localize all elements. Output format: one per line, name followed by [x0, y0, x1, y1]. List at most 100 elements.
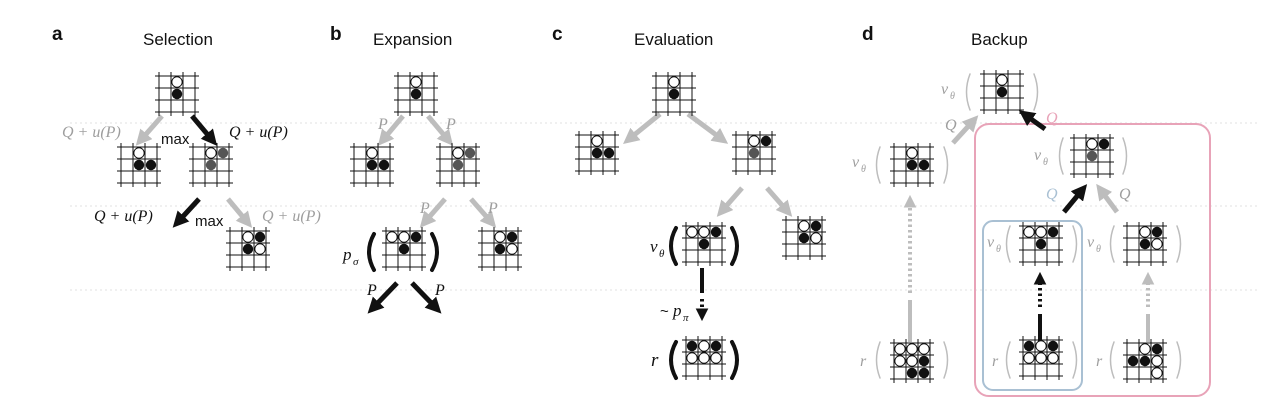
black-stone [668, 88, 680, 100]
black-stone [1098, 138, 1110, 150]
white-stone [710, 352, 722, 364]
value-label: v [650, 237, 658, 256]
go-board [890, 339, 934, 383]
black-stone [398, 243, 410, 255]
max-label: max [161, 131, 190, 148]
white-stone [1139, 343, 1151, 355]
go-board [155, 72, 199, 116]
white-stone [398, 231, 410, 243]
go-board [732, 131, 776, 175]
black-stone [1035, 238, 1047, 250]
max-label: max [195, 213, 224, 230]
white-stone [748, 135, 760, 147]
panel-a-letter: a [52, 24, 63, 45]
prior-label: P [445, 116, 456, 133]
reward-label: r [651, 350, 659, 371]
panel-b-letter: b [330, 24, 342, 45]
black-stone [760, 135, 772, 147]
white-stone [1035, 352, 1047, 364]
go-board [1070, 134, 1114, 178]
backup-subtree-box-blue [982, 220, 1083, 391]
arrows [135, 110, 1155, 342]
arrow [1062, 184, 1088, 214]
go-board [1019, 222, 1063, 266]
arrow [686, 111, 729, 144]
white-stone [171, 76, 183, 88]
arrow [951, 115, 979, 145]
black-stone [171, 88, 183, 100]
arrow [1096, 183, 1120, 214]
paren-right [1072, 341, 1078, 379]
black-stone [1139, 355, 1151, 367]
white-stone [410, 76, 422, 88]
arrow [426, 114, 454, 146]
white-stone [205, 147, 217, 159]
policy-label: p [342, 245, 352, 264]
brackets [367, 73, 1182, 380]
white-stone [668, 76, 680, 88]
go-board [1019, 336, 1063, 380]
white-stone [1086, 138, 1098, 150]
white-stone [798, 220, 810, 232]
go-board [890, 143, 934, 187]
q-label: Q [1046, 186, 1058, 203]
paren-left [1005, 341, 1011, 379]
white-stone [254, 243, 266, 255]
paren-right [730, 226, 739, 266]
go-board [652, 72, 696, 116]
value-subscript: θ [659, 248, 665, 260]
gray-stone [748, 147, 760, 159]
paren-right [1176, 225, 1182, 263]
arrow [377, 114, 405, 146]
black-stone [1047, 226, 1059, 238]
white-stone [1023, 352, 1035, 364]
value-subscript: θ [861, 164, 866, 175]
paren-left [367, 232, 376, 272]
white-stone [906, 147, 918, 159]
value-label: v [852, 154, 860, 171]
arrow [135, 114, 164, 146]
panel-c-letter: c [552, 24, 563, 45]
reward-label: r [860, 353, 867, 370]
go-board [350, 143, 394, 187]
panel-d-title: Backup [971, 30, 1028, 49]
black-stone [1127, 355, 1139, 367]
white-stone [918, 343, 930, 355]
gray-stone [452, 159, 464, 171]
white-stone [698, 352, 710, 364]
white-stone [1023, 226, 1035, 238]
paren-left [1058, 137, 1064, 175]
reward-label: r [992, 353, 999, 370]
q-plus-u-label: Q + u(P) [229, 124, 288, 141]
go-board [394, 72, 438, 116]
white-stone [686, 226, 698, 238]
white-stone [366, 147, 378, 159]
value-subscript: θ [950, 91, 955, 102]
paren-right [943, 146, 949, 184]
arrow [469, 197, 497, 228]
black-stone [1023, 340, 1035, 352]
rollout-policy-subscript: π [683, 312, 689, 324]
black-stone [410, 231, 422, 243]
panel-b-title: Expansion [373, 30, 452, 49]
black-stone [698, 238, 710, 250]
backup-subtree-box-pink [974, 123, 1211, 397]
arrow [190, 114, 218, 146]
paren-left [1005, 225, 1011, 263]
black-stone [918, 367, 930, 379]
go-board [682, 336, 726, 380]
q-label: Q [1119, 186, 1131, 203]
go-board [478, 227, 522, 271]
prior-label: P [419, 200, 430, 217]
arrow [623, 112, 662, 145]
go-board [1123, 222, 1167, 266]
black-stone [591, 147, 603, 159]
paren-right [1176, 341, 1182, 379]
white-stone [494, 231, 506, 243]
prior-label: P [366, 282, 377, 299]
white-stone [591, 135, 603, 147]
paren-right [943, 341, 949, 379]
black-stone [1047, 340, 1059, 352]
tilde-label: ~ [660, 303, 669, 320]
white-stone [506, 243, 518, 255]
